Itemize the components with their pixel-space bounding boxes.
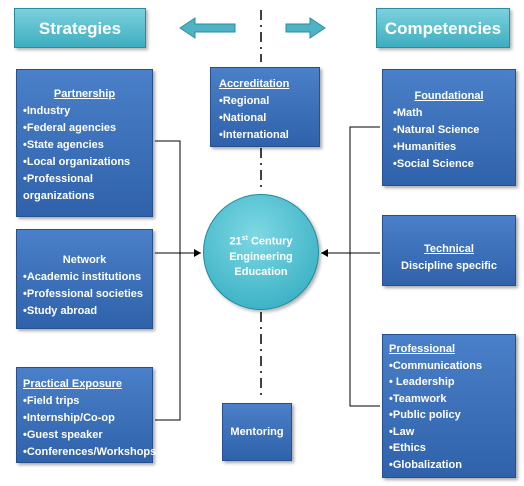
partnership-item-cont: organizations — [23, 190, 95, 202]
strategies-header: Strategies — [14, 8, 146, 48]
professional-item: Globalization — [389, 457, 509, 474]
accreditation-item: Regional — [219, 93, 311, 110]
right-arrowhead — [321, 249, 328, 257]
accreditation-item: National — [219, 110, 311, 127]
network-item: Study abroad — [23, 303, 146, 320]
practical-exposure-box: Practical Exposure Field trips Internshi… — [16, 367, 156, 463]
competencies-header: Competencies — [376, 8, 510, 48]
foundational-item: Math — [393, 105, 505, 122]
professional-box: Professional Communications Leadership T… — [382, 334, 516, 478]
practical-item: Guest speaker — [23, 427, 146, 444]
professional-item: Communications — [389, 358, 509, 375]
professional-item: Public policy — [389, 407, 509, 424]
technical-box: Technical Discipline specific — [382, 215, 516, 286]
partnership-item: State agencies — [23, 137, 146, 154]
foundational-box: Foundational Math Natural Science Humani… — [382, 69, 516, 186]
network-item: Academic institutions — [23, 269, 146, 286]
accreditation-title: Accreditation — [219, 78, 290, 90]
practical-item: Conferences/Workshops — [23, 444, 156, 461]
left-pointing-arrow — [179, 17, 236, 39]
foundational-title: Foundational — [414, 90, 484, 102]
professional-title: Professional — [389, 343, 456, 355]
mentoring-box: Mentoring — [222, 403, 292, 461]
left-arrowhead — [194, 249, 201, 257]
professional-item: Law — [389, 424, 509, 441]
practical-item: Internship/Co-op — [23, 410, 146, 427]
partnership-item: Professional — [23, 171, 146, 188]
foundational-item: Humanities — [393, 139, 505, 156]
network-box: Network Academic institutions Profession… — [16, 229, 153, 329]
practical-item: Field trips — [23, 393, 146, 410]
professional-item: Ethics — [389, 440, 509, 457]
partnership-box: Partnership Industry Federal agencies St… — [16, 69, 153, 217]
partnership-item: Federal agencies — [23, 120, 146, 137]
professional-item: Teamwork — [389, 391, 509, 408]
technical-subtitle: Discipline specific — [401, 260, 497, 272]
partnership-item: Industry — [23, 103, 146, 120]
center-line2: Engineering — [229, 250, 293, 263]
practical-title: Practical Exposure — [23, 378, 123, 390]
right-bracket-line — [349, 126, 380, 407]
mentoring-title: Mentoring — [230, 426, 284, 438]
center-line3: Education — [234, 265, 288, 278]
network-item: Professional societies — [23, 286, 146, 303]
technical-title: Technical — [424, 243, 474, 255]
partnership-item: Local organizations — [23, 154, 146, 171]
foundational-item: Social Science — [393, 156, 505, 173]
accreditation-item: International — [219, 127, 311, 144]
center-line1: 21st Century — [229, 235, 293, 248]
professional-item: Leadership — [389, 374, 509, 391]
left-bracket-line — [155, 140, 181, 421]
network-title: Network — [62, 254, 107, 266]
right-pointing-arrow — [285, 17, 326, 39]
foundational-item: Natural Science — [393, 122, 505, 139]
accreditation-box: Accreditation Regional National Internat… — [210, 67, 320, 147]
center-circle: 21st Century Engineering Education — [203, 194, 319, 310]
partnership-title: Partnership — [53, 88, 116, 100]
